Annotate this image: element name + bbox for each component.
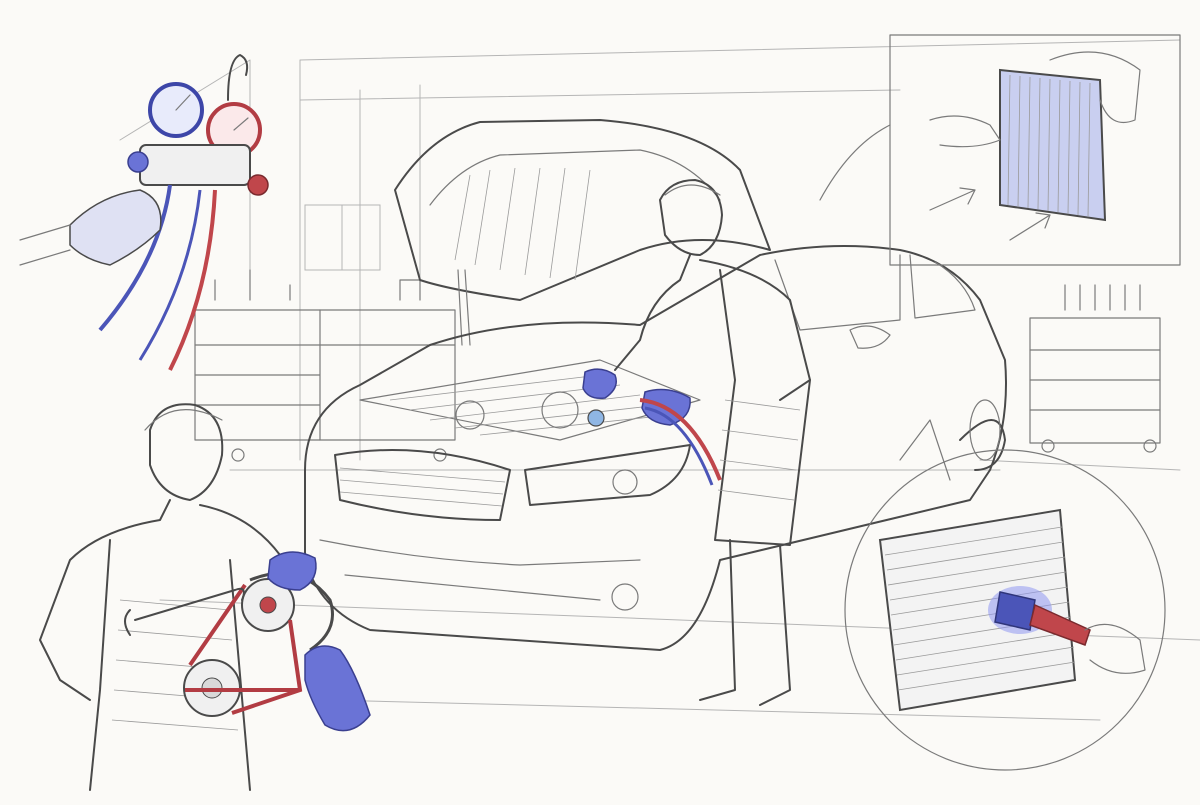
serpentine-belt-icon xyxy=(39,403,371,791)
car-sedan xyxy=(304,119,1007,651)
manifold-gauge-icon xyxy=(19,54,269,371)
mechanic-charging-ac xyxy=(582,179,811,706)
condenser-brush-icon xyxy=(844,419,1166,771)
cabin-filter-icon xyxy=(819,34,1181,266)
